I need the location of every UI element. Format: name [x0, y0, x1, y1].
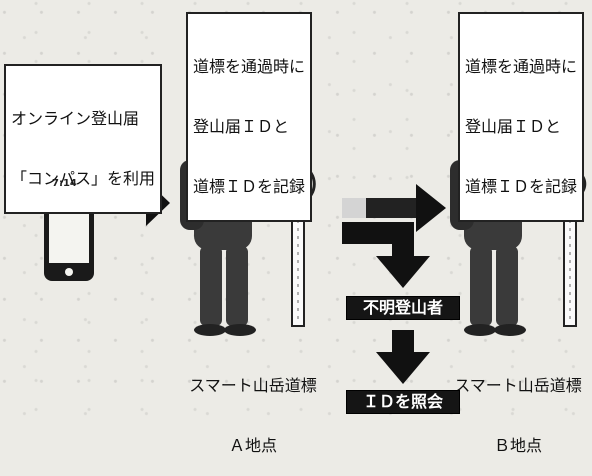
- callout-b-line3: 道標ＩＤを記録: [465, 177, 578, 196]
- missing-hiker-label: 不明登山者: [346, 296, 460, 320]
- signpost-a-point: Ａ地点: [228, 436, 277, 455]
- arrow-branch-down-icon: [342, 222, 430, 288]
- signpost-b-name: スマート山岳道標: [454, 376, 582, 395]
- arrow-down-icon: [376, 330, 430, 384]
- arrow-right-icon: [342, 184, 446, 232]
- compass-app-box: オンライン登山届 「コンパス」を利用: [4, 64, 163, 214]
- callout-b: 道標を通過時に 登山届ＩＤと 道標ＩＤを記録: [458, 12, 585, 222]
- callout-b-line1: 道標を通過時に: [465, 57, 578, 76]
- callout-a-line3: 道標ＩＤを記録: [193, 177, 306, 196]
- callout-a-line2: 登山届ＩＤと: [193, 117, 290, 136]
- signpost-b-label: スマート山岳道標 Ｂ地点: [448, 336, 588, 476]
- id-check-label: ＩＤを照会: [346, 390, 460, 414]
- callout-a: 道標を通過時に 登山届ＩＤと 道標ＩＤを記録: [186, 12, 313, 222]
- phone-screen-text: 7:14: [52, 178, 77, 189]
- signpost-b-point: Ｂ地点: [493, 436, 542, 455]
- callout-b-line2: 登山届ＩＤと: [465, 117, 562, 136]
- compass-app-line2: 「コンパス」を利用: [11, 169, 156, 188]
- callout-a-line1: 道標を通過時に: [193, 57, 306, 76]
- signpost-a-name: スマート山岳道標: [189, 376, 317, 395]
- signpost-a-label: スマート山岳道標 Ａ地点: [178, 336, 328, 476]
- compass-app-line1: オンライン登山届: [11, 109, 140, 128]
